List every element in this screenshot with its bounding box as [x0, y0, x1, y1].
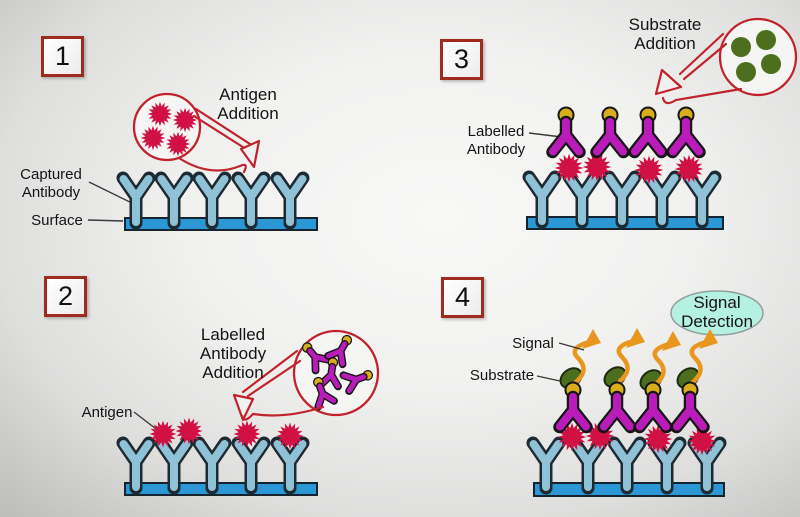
captured-antibody-icon [199, 178, 225, 223]
panel-step-4 [533, 290, 764, 497]
signal-detection-bubble [670, 290, 764, 336]
leader-line [87, 219, 124, 222]
leader-line [528, 132, 563, 138]
addition-arrow-shaft [241, 349, 302, 398]
captured-antibody-icon [609, 177, 635, 222]
label-signal: Signal [512, 335, 554, 352]
label-substrate: Substrate [469, 367, 535, 384]
addition-arrow-head [232, 393, 255, 422]
captured-antibody-icon [277, 443, 303, 488]
captured-antibody-icon [161, 443, 187, 488]
antigen-icon [149, 420, 177, 448]
captured-antibody-icon [238, 178, 264, 223]
captured-antibody-icon [199, 443, 225, 488]
leader-line [536, 375, 561, 382]
labelled-antibody-icon [635, 108, 662, 153]
captured-antibody-icon [529, 177, 555, 222]
label-surface: Surface [31, 212, 83, 229]
step-number-1: 1 [41, 36, 84, 77]
leader-line [558, 342, 585, 351]
antigen-icon [165, 131, 191, 157]
addition-arrow-head [654, 68, 683, 96]
captured-antibody-icon [575, 443, 601, 488]
antigen-icon [233, 420, 261, 448]
addition-arrow-head [239, 139, 261, 169]
addition-arrow-swoosh [661, 87, 743, 105]
antigen-icon [276, 422, 304, 450]
antigen-icon [674, 154, 704, 184]
label-antigen-addition: Antigen Addition [217, 85, 279, 123]
step-number-3: 3 [440, 39, 483, 80]
addition-arrow-swoosh [240, 405, 325, 421]
magnifier-circle [132, 92, 202, 162]
addition-arrow-shaft [192, 107, 252, 151]
captured-antibody-icon [689, 177, 715, 222]
labelled-antibody-icon [673, 108, 700, 153]
captured-antibody-icon [569, 177, 595, 222]
substrate-icon [761, 54, 781, 74]
labelled-antibody-icon [553, 108, 580, 153]
labelled-antibody-icon [604, 383, 631, 428]
captured-antibody-icon [161, 178, 187, 223]
labelled-antibody-icon [597, 108, 624, 153]
panel-step-2 [123, 331, 380, 496]
substrate-icon [756, 30, 776, 50]
label-labelled-antibody-addition: Labelled Antibody Addition [199, 325, 267, 382]
panel-step-1 [87, 92, 318, 231]
label-captured-antibody: Captured Antibody [20, 166, 82, 201]
captured-antibody-icon [123, 443, 149, 488]
step-number-4: 4 [441, 277, 484, 318]
magnifier-circle [718, 17, 798, 97]
captured-antibody-icon [277, 178, 303, 223]
labelled-antibody-icon [560, 383, 587, 428]
antigen-icon [175, 417, 203, 445]
substrate-icon [736, 62, 756, 82]
labelled-antibody-icon [677, 383, 704, 428]
captured-antibody-icon [614, 443, 640, 488]
antigen-icon [140, 125, 166, 151]
antigen-icon [634, 155, 664, 185]
captured-antibody-icon [649, 177, 675, 222]
panel-step-3 [527, 17, 798, 230]
substrate-icon [731, 37, 751, 57]
addition-arrow-shaft [678, 32, 728, 81]
label-substrate-addition: Substrate Addition [628, 15, 702, 53]
captured-antibody-icon [238, 443, 264, 488]
label-labelled-antibody: Labelled Antibody [466, 123, 526, 158]
addition-arrow-swoosh [177, 156, 247, 174]
label-signal-detection: Signal Detection [681, 293, 753, 331]
captured-antibody-icon [533, 443, 559, 488]
label-antigen: Antigen [81, 404, 133, 421]
antigen-icon [172, 107, 198, 133]
step-number-2: 2 [44, 276, 87, 317]
antigen-icon [147, 101, 173, 127]
